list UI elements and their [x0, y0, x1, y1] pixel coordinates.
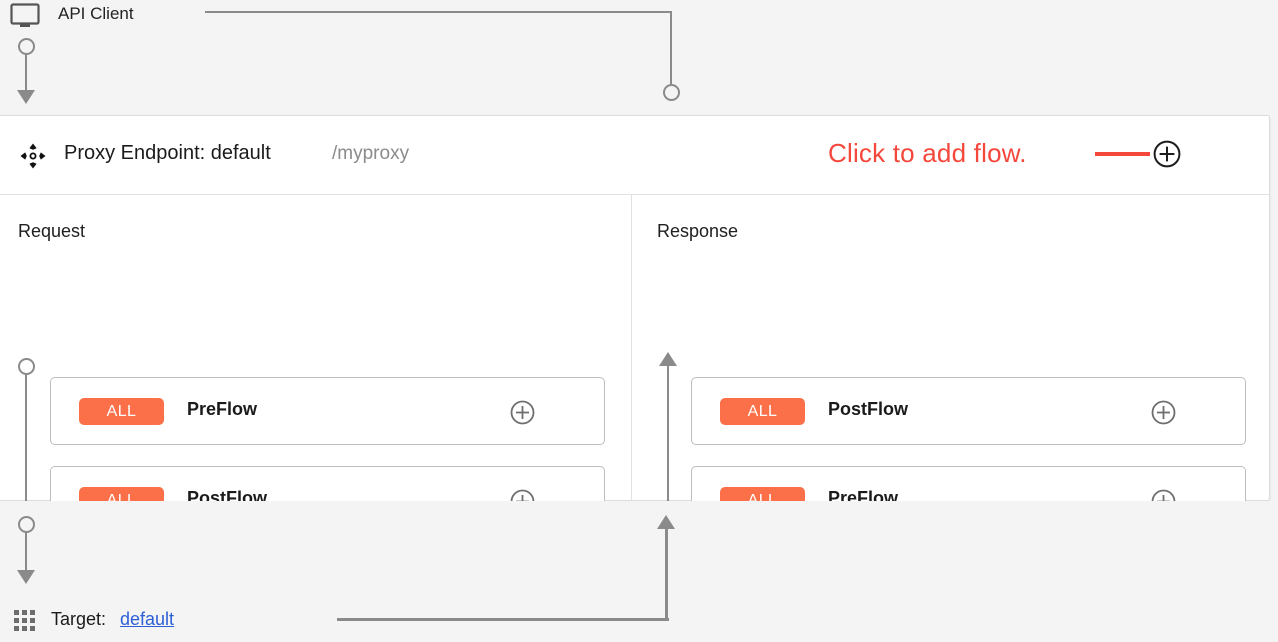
arrow-shaft	[25, 55, 27, 92]
api-client-strip: API Client	[0, 0, 1278, 115]
monitor-icon	[10, 3, 40, 29]
connector-horizontal	[205, 11, 672, 13]
proxy-endpoint-menu-button[interactable]	[1211, 141, 1225, 167]
proxy-endpoint-panel: Proxy Endpoint: default /myproxy Click t…	[0, 115, 1270, 553]
arrow-shaft	[25, 533, 27, 572]
arrow-head	[659, 352, 677, 366]
flow-name-label: PostFlow	[828, 399, 908, 419]
target-endpoint-link[interactable]: default	[120, 609, 175, 629]
flow-condition-badge: ALL	[720, 398, 805, 425]
connector-horizontal	[337, 618, 669, 621]
more-vertical-icon[interactable]	[551, 399, 565, 425]
arrow-head	[17, 570, 35, 584]
connector-end-circle	[663, 84, 680, 101]
arrow-head	[17, 90, 35, 104]
more-vertical-icon[interactable]	[1192, 399, 1206, 425]
flow-name-label: PreFlow	[187, 399, 258, 419]
move-icon[interactable]	[20, 143, 46, 169]
api-client-label: API Client	[58, 4, 134, 23]
annotation-pointer-line	[1095, 152, 1150, 156]
request-column: Request ALL PreFlow	[0, 195, 631, 551]
request-column-title: Request	[18, 221, 86, 241]
proxy-endpoint-title: Proxy Endpoint: default	[64, 142, 271, 164]
proxy-endpoint-path: /myproxy	[332, 143, 410, 164]
add-flow-button[interactable]	[1153, 140, 1181, 168]
flow-card[interactable]: ALL PreFlow	[50, 377, 605, 445]
connector-vertical	[670, 11, 672, 84]
target-label: Target:	[51, 609, 107, 629]
arrow-start-circle	[18, 38, 35, 55]
plus-circle-icon[interactable]	[1151, 400, 1176, 425]
response-column-title: Response	[657, 221, 739, 241]
arrow-start-circle	[18, 516, 35, 533]
add-flow-annotation: Click to add flow.	[828, 138, 1027, 168]
response-column: Response ALL PostFlow	[631, 195, 1268, 553]
connector-arrow-head	[657, 515, 675, 529]
flow-card[interactable]: ALL PostFlow	[691, 377, 1246, 445]
grid-icon	[14, 610, 36, 632]
arrow-shaft	[25, 375, 27, 539]
proxy-endpoint-header: Proxy Endpoint: default /myproxy Click t…	[0, 116, 1269, 195]
plus-circle-icon[interactable]	[510, 400, 535, 425]
arrow-start-circle	[18, 358, 35, 375]
flow-condition-badge: ALL	[79, 398, 164, 425]
arrow-shaft	[667, 365, 669, 537]
connector-vertical	[665, 528, 668, 620]
flow-columns: Request ALL PreFlow	[0, 195, 1269, 553]
